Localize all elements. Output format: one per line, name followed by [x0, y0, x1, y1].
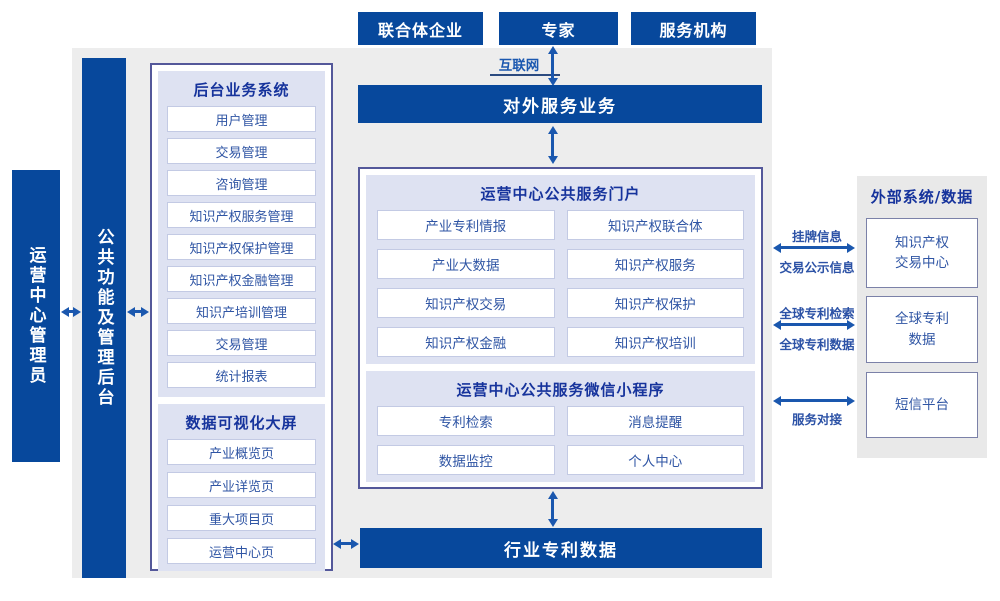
node-consortium-enterprises: 联合体企业 — [358, 12, 483, 45]
node-service-agencies: 服务机构 — [631, 12, 756, 45]
node-ip-trade-center: 知识产权 交易中心 — [866, 218, 978, 288]
public-backend-bar: 公共功能及管理后台 — [82, 58, 126, 578]
external-systems-title: 外部系统/数据 — [870, 188, 974, 206]
data-screen-title: 数据可视化大屏 — [185, 414, 298, 432]
service-connect-label: 服务对接 — [791, 412, 842, 427]
backend-system-list: 用户管理 交易管理 咨询管理 知识产权服务管理 知识产权保护管理 知识产权金融管… — [167, 106, 316, 388]
internet-label: 互联网 — [498, 58, 540, 74]
patent-link-arrow — [773, 319, 855, 330]
portal-industry-arrow — [547, 491, 558, 527]
list-item: 交易管理 — [167, 330, 316, 356]
internet-link-arrow — [547, 46, 558, 86]
list-item: 知识产培训管理 — [167, 298, 316, 324]
node-experts: 专家 — [499, 12, 618, 45]
list-item: 统计报表 — [167, 362, 316, 388]
screen-industry-arrow — [333, 538, 359, 549]
admin-bar-label: 运营中心管理员 — [25, 246, 46, 386]
listing-link-arrow — [773, 242, 855, 253]
list-item: 知识产权服务管理 — [167, 202, 316, 228]
list-item: 知识产权培训 — [566, 327, 744, 357]
list-item: 知识产权交易 — [377, 288, 555, 318]
list-item: 知识产权保护 — [566, 288, 744, 318]
admin-bar: 运营中心管理员 — [12, 170, 60, 462]
miniprogram-panel: 运营中心公共服务微信小程序 专利检索 消息提醒 数据监控 个人中心 — [366, 371, 755, 482]
list-item: 产业详览页 — [167, 472, 316, 498]
industry-data-bar: 行业专利数据 — [360, 528, 762, 568]
public-backend-bar-label: 公共功能及管理后台 — [93, 228, 114, 408]
admin-backend-arrow — [61, 306, 81, 317]
list-item: 交易管理 — [167, 138, 316, 164]
data-screen-panel: 数据可视化大屏 产业概览页 产业详览页 重大项目页 运营中心页 — [158, 404, 325, 571]
portal-panel: 运营中心公共服务门户 产业专利情报 知识产权联合体 产业大数据 知识产权服务 知… — [366, 175, 755, 364]
backend-system-arrow — [127, 306, 149, 317]
node-sms-platform: 短信平台 — [866, 372, 978, 438]
list-item: 消息提醒 — [566, 406, 744, 436]
portal-container: 运营中心公共服务门户 产业专利情报 知识产权联合体 产业大数据 知识产权服务 知… — [358, 167, 763, 489]
list-item: 产业专利情报 — [377, 210, 555, 240]
list-item: 知识产权保护管理 — [167, 234, 316, 260]
service-portal-arrow — [547, 126, 558, 164]
internet-underline — [490, 74, 560, 76]
list-item: 专利检索 — [377, 406, 555, 436]
node-global-patent-data: 全球专利 数据 — [866, 296, 978, 363]
external-service-bar: 对外服务业务 — [358, 85, 762, 123]
list-item: 知识产权金融管理 — [167, 266, 316, 292]
list-item: 数据监控 — [377, 445, 555, 475]
service-link-arrow — [773, 395, 855, 406]
global-patent-data-label: 全球专利数据 — [779, 337, 855, 352]
list-item: 咨询管理 — [167, 170, 316, 196]
list-item: 产业概览页 — [167, 439, 316, 465]
listing-info-label: 挂牌信息 — [791, 229, 842, 244]
backend-system-panel: 后台业务系统 用户管理 交易管理 咨询管理 知识产权服务管理 知识产权保护管理 … — [158, 71, 325, 397]
list-item: 产业大数据 — [377, 249, 555, 279]
backend-container: 后台业务系统 用户管理 交易管理 咨询管理 知识产权服务管理 知识产权保护管理 … — [150, 63, 333, 571]
list-item: 知识产权金融 — [377, 327, 555, 357]
portal-title: 运营中心公共服务门户 — [480, 185, 641, 203]
backend-system-title: 后台业务系统 — [193, 81, 290, 99]
external-systems-content: 外部系统/数据 知识产权 交易中心 全球专利 数据 短信平台 — [857, 176, 987, 458]
list-item: 重大项目页 — [167, 505, 316, 531]
list-item: 用户管理 — [167, 106, 316, 132]
global-patent-search-label: 全球专利检索 — [779, 306, 855, 321]
list-item: 知识产权服务 — [566, 249, 744, 279]
miniprogram-grid: 专利检索 消息提醒 数据监控 个人中心 — [377, 406, 744, 475]
trade-publicity-label: 交易公示信息 — [779, 260, 855, 275]
list-item: 个人中心 — [566, 445, 744, 475]
portal-grid: 产业专利情报 知识产权联合体 产业大数据 知识产权服务 知识产权交易 知识产权保… — [377, 210, 744, 357]
miniprogram-title: 运营中心公共服务微信小程序 — [456, 381, 665, 399]
list-item: 知识产权联合体 — [566, 210, 744, 240]
list-item: 运营中心页 — [167, 538, 316, 564]
data-screen-list: 产业概览页 产业详览页 重大项目页 运营中心页 — [167, 439, 316, 564]
